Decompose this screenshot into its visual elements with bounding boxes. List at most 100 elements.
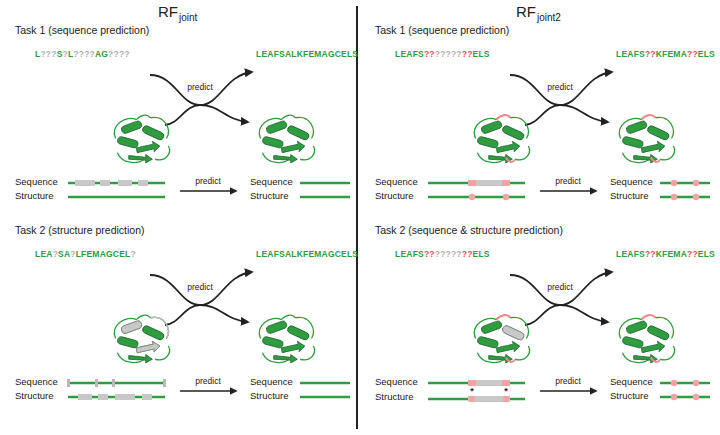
residue: ?: [435, 249, 440, 259]
residue: ?: [462, 249, 467, 259]
residue: L: [76, 249, 81, 259]
residue: ?: [424, 49, 429, 59]
residue: S: [279, 49, 285, 59]
residue: E: [473, 249, 479, 259]
predict-label: predict: [187, 283, 213, 293]
residue: ?: [51, 49, 56, 59]
residue: S: [57, 49, 63, 59]
track-label: Sequence: [375, 377, 418, 388]
residue: ?: [446, 49, 451, 59]
residue: ?: [692, 49, 697, 59]
residue: ?: [687, 49, 692, 59]
residue: C: [113, 249, 119, 259]
residue: E: [621, 49, 627, 59]
residue: ?: [467, 249, 472, 259]
residue: S: [279, 249, 285, 259]
residue: L: [68, 49, 73, 59]
residue: M: [314, 249, 321, 259]
residue: G: [328, 249, 335, 259]
residue: L: [704, 49, 709, 59]
residue: L: [395, 49, 400, 59]
masked-sequence: LEAFS?????????ELS: [395, 50, 490, 60]
residue: ?: [424, 249, 429, 259]
track-label: Structure: [250, 191, 289, 202]
protein-illustration: [619, 115, 674, 163]
protein-illustration: [259, 115, 314, 163]
residue: S: [709, 49, 715, 59]
residue: E: [698, 249, 704, 259]
residue: A: [406, 249, 412, 259]
residue: S: [639, 249, 645, 259]
residue: C: [335, 249, 341, 259]
residue: ?: [63, 49, 68, 59]
residue: ?: [692, 249, 697, 259]
residue: E: [308, 49, 314, 59]
residue: ?: [462, 49, 467, 59]
panel-divider: [356, 6, 358, 429]
residue: S: [639, 49, 645, 59]
track-label: Sequence: [250, 377, 293, 388]
predict-label: predict: [555, 177, 581, 187]
residue: S: [352, 249, 358, 259]
residue: C: [335, 49, 341, 59]
residue: M: [314, 49, 321, 59]
masked-sequence: LEA?SA?LFEMAGCEL?: [35, 250, 136, 260]
residue: S: [484, 249, 490, 259]
residue: L: [35, 249, 40, 259]
residue: E: [40, 249, 46, 259]
residue: L: [347, 249, 352, 259]
track-label: Sequence: [15, 377, 58, 388]
predict-fork: [150, 272, 252, 325]
residue: F: [634, 49, 639, 59]
protein-illustration: [619, 315, 674, 363]
residue: L: [35, 49, 40, 59]
residue: M: [92, 249, 99, 259]
residue: ?: [687, 249, 692, 259]
residue: ?: [46, 49, 51, 59]
residue: ?: [429, 249, 434, 259]
residue: E: [341, 49, 347, 59]
residue: E: [308, 249, 314, 259]
predict-label: predict: [547, 283, 573, 293]
residue: ?: [79, 49, 84, 59]
predict-label: predict: [195, 377, 221, 387]
residue: E: [667, 249, 673, 259]
residue: ?: [429, 49, 434, 59]
residue: A: [100, 249, 106, 259]
residue: E: [86, 249, 92, 259]
predicted-sequence: LEAFSALKFEMAGCELS: [256, 50, 358, 60]
residue: S: [484, 49, 490, 59]
residue: E: [400, 49, 406, 59]
predicted-sequence: LEAFSALKFEMAGCELS: [256, 250, 358, 260]
predicted-sequence: LEAFS??KFEMA??ELS: [616, 250, 715, 260]
residue: E: [261, 49, 267, 59]
task-title: Task 1 (sequence prediction): [15, 24, 149, 36]
residue: M: [673, 49, 680, 59]
protein-illustration: [259, 315, 314, 363]
residue: E: [341, 249, 347, 259]
residue: ?: [440, 49, 445, 59]
residue: A: [285, 49, 291, 59]
residue: ?: [440, 249, 445, 259]
panel-heading: RF: [158, 3, 178, 20]
residue: G: [328, 49, 335, 59]
track-label: Sequence: [15, 177, 58, 188]
residue: F: [274, 49, 279, 59]
track-label: Structure: [375, 191, 414, 202]
residue: S: [352, 49, 358, 59]
residue: A: [627, 249, 633, 259]
residue: ?: [451, 249, 456, 259]
residue: E: [261, 249, 267, 259]
residue: ?: [108, 49, 113, 59]
residue: K: [656, 49, 662, 59]
residue: F: [81, 249, 86, 259]
predict-fork: [510, 72, 612, 125]
residue: ?: [650, 49, 655, 59]
residue: A: [267, 249, 273, 259]
residue: ?: [70, 249, 75, 259]
residue: ?: [456, 49, 461, 59]
residue: ?: [40, 49, 45, 59]
predict-arrow: [180, 391, 236, 392]
residue: L: [616, 49, 621, 59]
residue: ?: [119, 49, 124, 59]
